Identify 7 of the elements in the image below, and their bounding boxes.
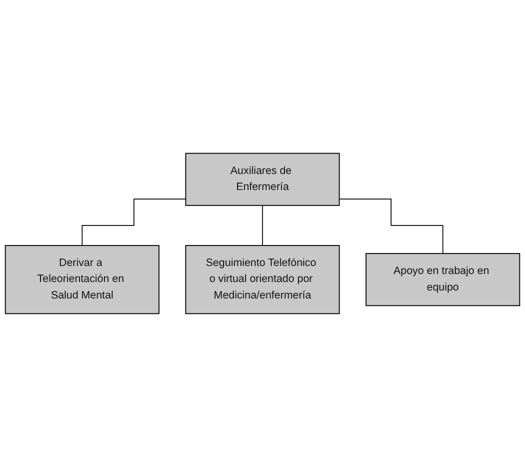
connector xyxy=(82,198,186,246)
node-box: Seguimiento Telefónico o virtual orientado por Medicina/enfermería xyxy=(185,244,340,314)
node-box: Auxiliares de Enfermería xyxy=(185,152,340,206)
node-box: Derivar a Teleorientación en Salud Mental xyxy=(4,244,160,314)
connector xyxy=(262,204,263,246)
connector xyxy=(338,198,444,254)
node-box: Apoyo en trabajo en equipo xyxy=(366,252,520,306)
